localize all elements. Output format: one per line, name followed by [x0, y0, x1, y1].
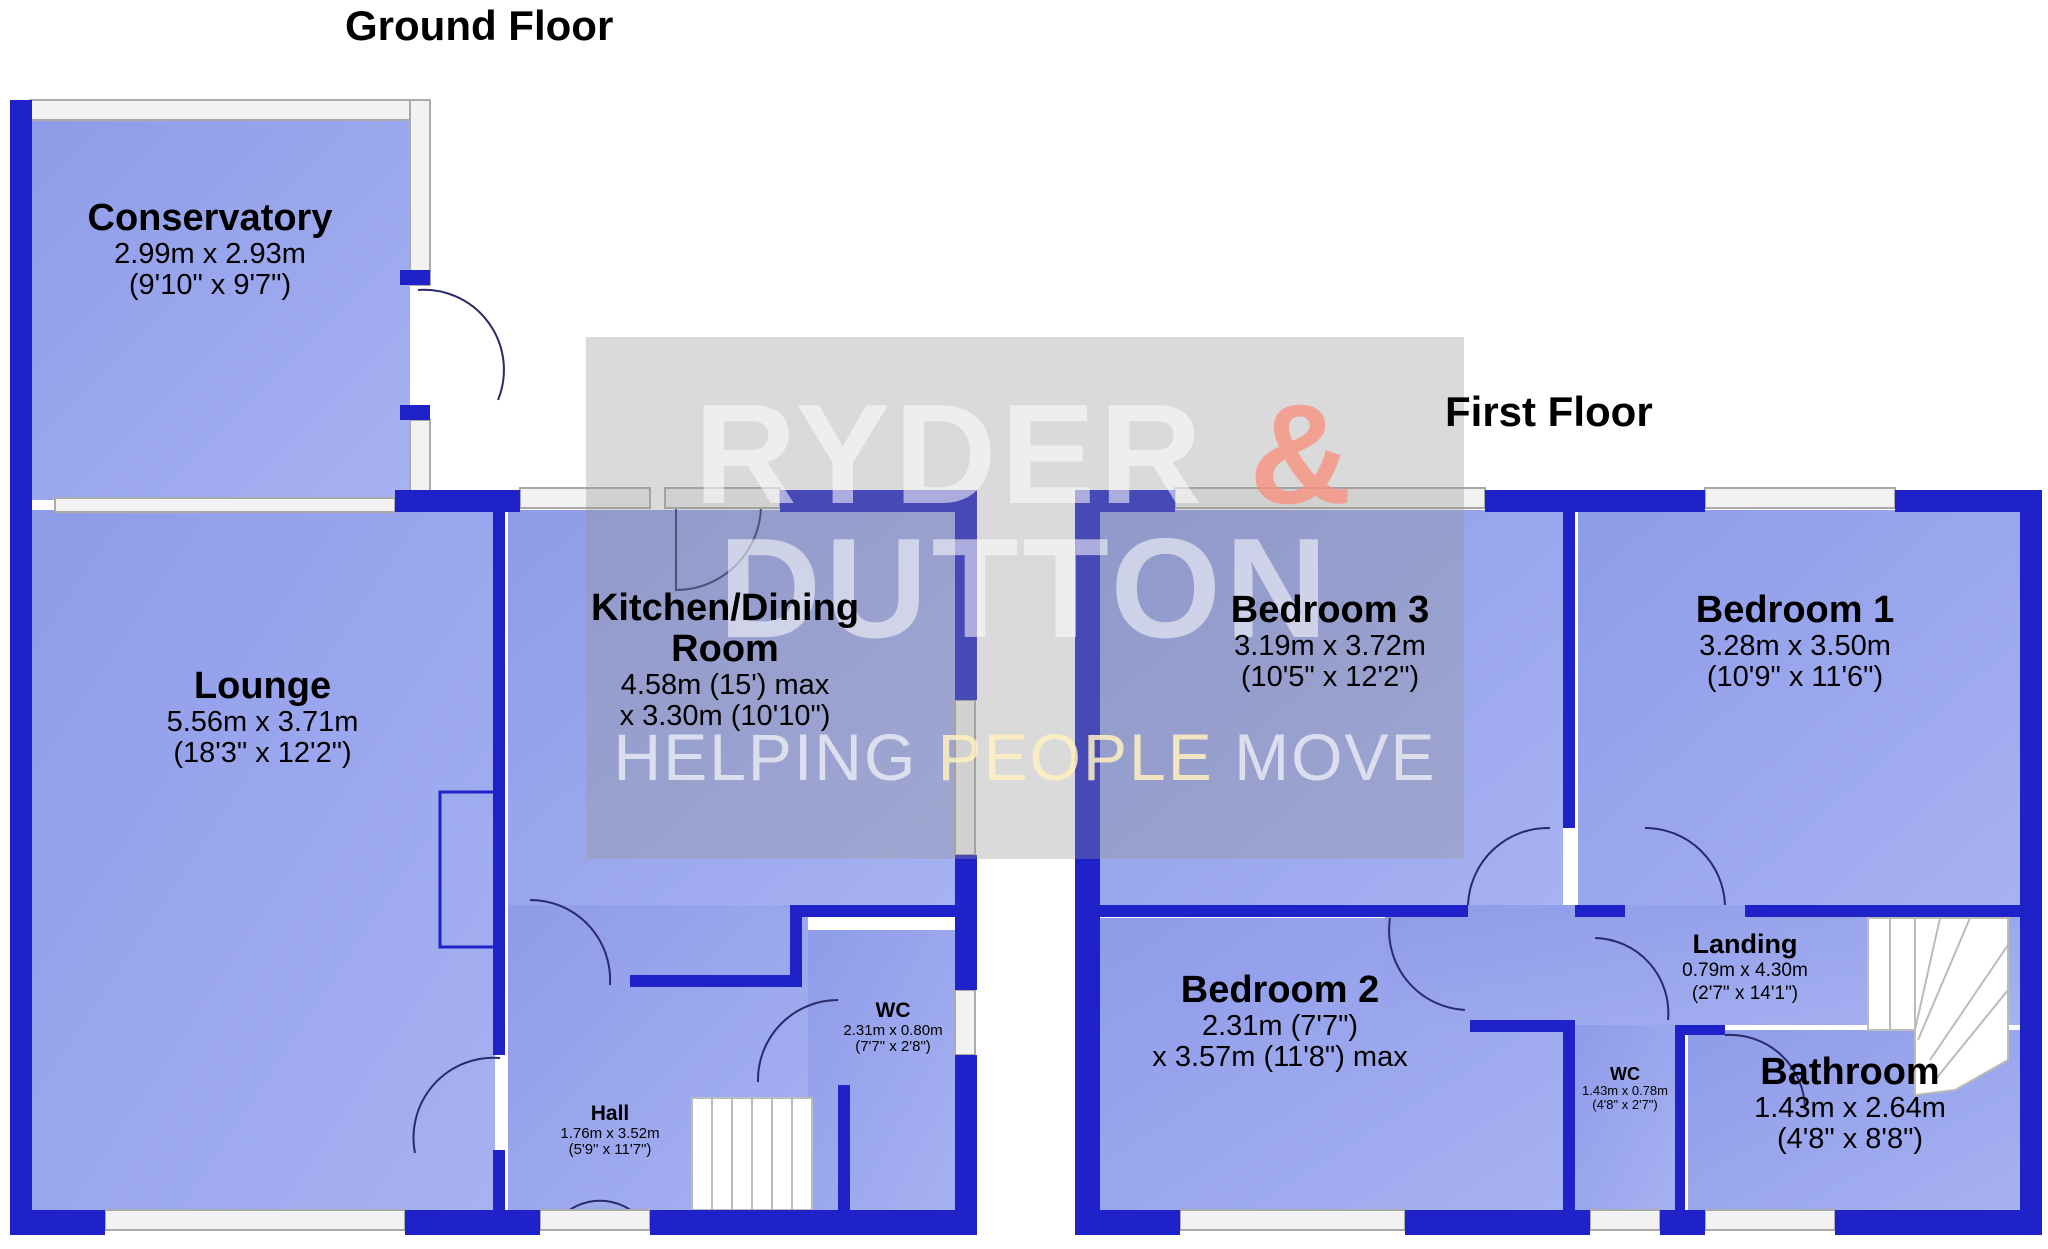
room-dim-imperial: (2'7" x 14'1")	[1691, 983, 1799, 1005]
room-dim-imperial: (4'8" x 2'7")	[1592, 1097, 1658, 1113]
room-name: Bedroom 3	[1230, 589, 1430, 631]
room-name: WC	[875, 999, 911, 1022]
room-dim-imperial: x 3.57m (11'8") max	[1152, 1041, 1408, 1074]
conservatory-floor	[30, 120, 410, 500]
room-name: Bathroom	[1760, 1051, 1940, 1093]
ground-floor	[10, 99, 977, 1235]
first-walls	[1075, 490, 2042, 1235]
first-stairs	[1867, 917, 2009, 1097]
watermark-line1: RYDER &	[694, 375, 1356, 534]
room-dim-imperial: (9'10" x 9'7")	[128, 269, 292, 302]
wc-first-floor	[1575, 1025, 1675, 1210]
room-name: Conservatory	[87, 197, 333, 239]
first-floor	[1075, 487, 2042, 1235]
room-dim-imperial: (7'7" x 2'8")	[855, 1037, 931, 1055]
room-dim-imperial: x 3.30m (10'10")	[619, 700, 831, 733]
ground-doors	[412, 288, 839, 1219]
room-dim-metric: 2.31m x 0.80m	[843, 1021, 943, 1039]
room-label-bedroom3: Bedroom 3 3.19m x 3.72m (10'5" x 12'2")	[1195, 589, 1465, 694]
first-windows	[1174, 487, 1896, 1231]
room-dim-metric: 2.31m (7'7")	[1201, 1010, 1359, 1043]
ground-floor-title: Ground Floor	[345, 2, 614, 49]
room-dim-metric: 4.58m (15') max	[620, 669, 830, 702]
room-name: Bedroom 2	[1180, 969, 1380, 1011]
watermark-logo: RYDER & DUTTON HELPING PEOPLE MOVE	[586, 337, 1464, 859]
room-label-lounge: Lounge 5.56m x 3.71m (18'3" x 12'2")	[120, 665, 405, 770]
watermark-tagline: HELPING PEOPLE MOVE	[613, 720, 1437, 794]
room-dim-metric: 1.43m x 2.64m	[1754, 1092, 1946, 1125]
room-label-bedroom1: Bedroom 1 3.28m x 3.50m (10'9" x 11'6")	[1660, 589, 1930, 694]
first-floor-title: First Floor	[1445, 388, 1653, 435]
room-dim-metric: 2.99m x 2.93m	[114, 238, 306, 271]
ground-walls	[10, 100, 977, 1235]
room-dim-metric: 5.56m x 3.71m	[166, 706, 359, 739]
room-dim-imperial: (10'9" x 11'6")	[1706, 661, 1884, 694]
room-name: Landing	[1692, 929, 1798, 959]
kitchen-floor	[508, 510, 956, 905]
room-label-conservatory: Conservatory 2.99m x 2.93m (9'10" x 9'7"…	[80, 197, 340, 302]
lounge-floor	[30, 510, 495, 1210]
room-dim-metric: 1.43m x 0.78m	[1582, 1083, 1668, 1099]
room-name-line1: Kitchen/Dining	[590, 587, 860, 629]
room-dim-imperial: (5'9" x 11'7")	[568, 1140, 652, 1158]
room-dim-metric: 0.79m x 4.30m	[1682, 960, 1808, 982]
room-dim-metric: 3.19m x 3.72m	[1234, 630, 1426, 663]
room-label-landing: Landing 0.79m x 4.30m (2'7" x 14'1")	[1665, 928, 1825, 1006]
room-label-wc-ground: WC 2.31m x 0.80m (7'7" x 2'8")	[828, 999, 958, 1055]
room-label-hall: Hall 1.76m x 3.52m (5'9" x 11'7")	[540, 1102, 680, 1158]
room-label-bathroom: Bathroom 1.43m x 2.64m (4'8" x 8'8")	[1715, 1051, 1985, 1156]
room-dim-imperial: (4'8" x 8'8")	[1776, 1123, 1924, 1156]
ground-windows	[29, 99, 976, 1231]
room-dim-metric: 3.28m x 3.50m	[1699, 630, 1891, 663]
watermark-line2: DUTTON	[718, 509, 1332, 668]
room-label-wc-first: WC 1.43m x 0.78m (4'8" x 2'7")	[1572, 1064, 1678, 1113]
room-label-bedroom2: Bedroom 2 2.31m (7'7") x 3.57m (11'8") m…	[1130, 969, 1430, 1074]
room-name: WC	[1610, 1064, 1640, 1084]
room-name-line2: Room	[671, 628, 779, 671]
room-dim-metric: 1.76m x 3.52m	[560, 1124, 660, 1142]
first-doors	[1388, 826, 1807, 1111]
room-dim-imperial: (18'3" x 12'2")	[173, 737, 352, 770]
room-dim-imperial: (10'5" x 12'2")	[1240, 661, 1420, 694]
room-name: Bedroom 1	[1695, 589, 1895, 631]
bedroom1-floor	[1578, 510, 2023, 905]
room-label-kitchen: Kitchen/Dining Room 4.58m (15') max x 3.…	[580, 587, 870, 733]
room-name: Hall	[590, 1102, 630, 1125]
room-name: Lounge	[193, 665, 332, 707]
bedroom3-floor	[1098, 510, 1563, 905]
wc-ground-floor	[808, 930, 956, 1210]
ground-stairs	[691, 1097, 813, 1211]
